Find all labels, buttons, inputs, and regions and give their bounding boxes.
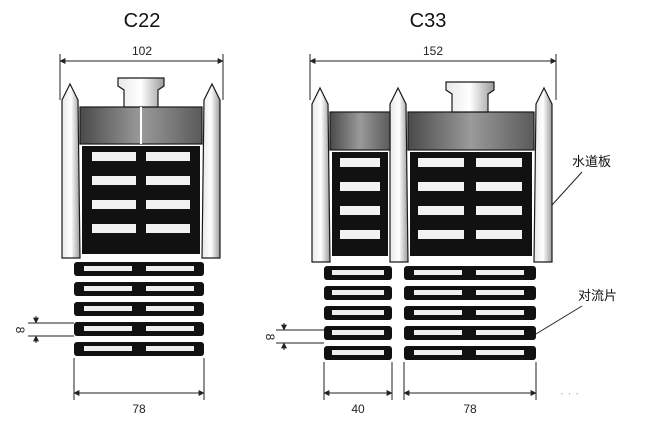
- c22-title: C22: [124, 10, 161, 32]
- c33-fin-block-right: [410, 152, 532, 256]
- c33-total-width: 152: [423, 44, 443, 58]
- c22-total-width: 102: [132, 44, 152, 58]
- c22-fin-slots: [92, 152, 190, 233]
- c33-fin-slots: [340, 158, 522, 239]
- fin-label: 对流片: [578, 289, 617, 304]
- c33-left-panel: [311, 86, 331, 263]
- c33-fin-width-b: 78: [463, 402, 477, 416]
- fin-leader: [535, 305, 583, 335]
- c33-fin-stack-left: [324, 266, 392, 360]
- c22-fin-pitch: 8: [13, 327, 27, 334]
- c22-right-panel: [201, 82, 221, 259]
- c33-fin-stack-right: [404, 266, 536, 360]
- water-panel-leader: [551, 171, 583, 206]
- c22-fin-width: 78: [132, 402, 146, 416]
- c33-fin-width-a: 40: [351, 402, 365, 416]
- c33-fin-pitch: 8: [263, 334, 277, 341]
- c33-fin-block-left: [332, 152, 388, 256]
- watermark: · · ·: [560, 387, 579, 401]
- c22-inlet-pipe: [117, 77, 165, 108]
- c33-middle-panel: [389, 86, 409, 263]
- c33-right-panel: [533, 86, 553, 263]
- c22-left-panel: [61, 82, 81, 259]
- c22-fin-stack: [74, 262, 204, 356]
- water-panel-label: 水道板: [572, 155, 611, 170]
- c33-title: C33: [410, 10, 447, 32]
- c33-inlet-pipe: [445, 81, 495, 113]
- c33-top-channel-left: [329, 111, 391, 151]
- c33-top-channel-right: [407, 111, 535, 151]
